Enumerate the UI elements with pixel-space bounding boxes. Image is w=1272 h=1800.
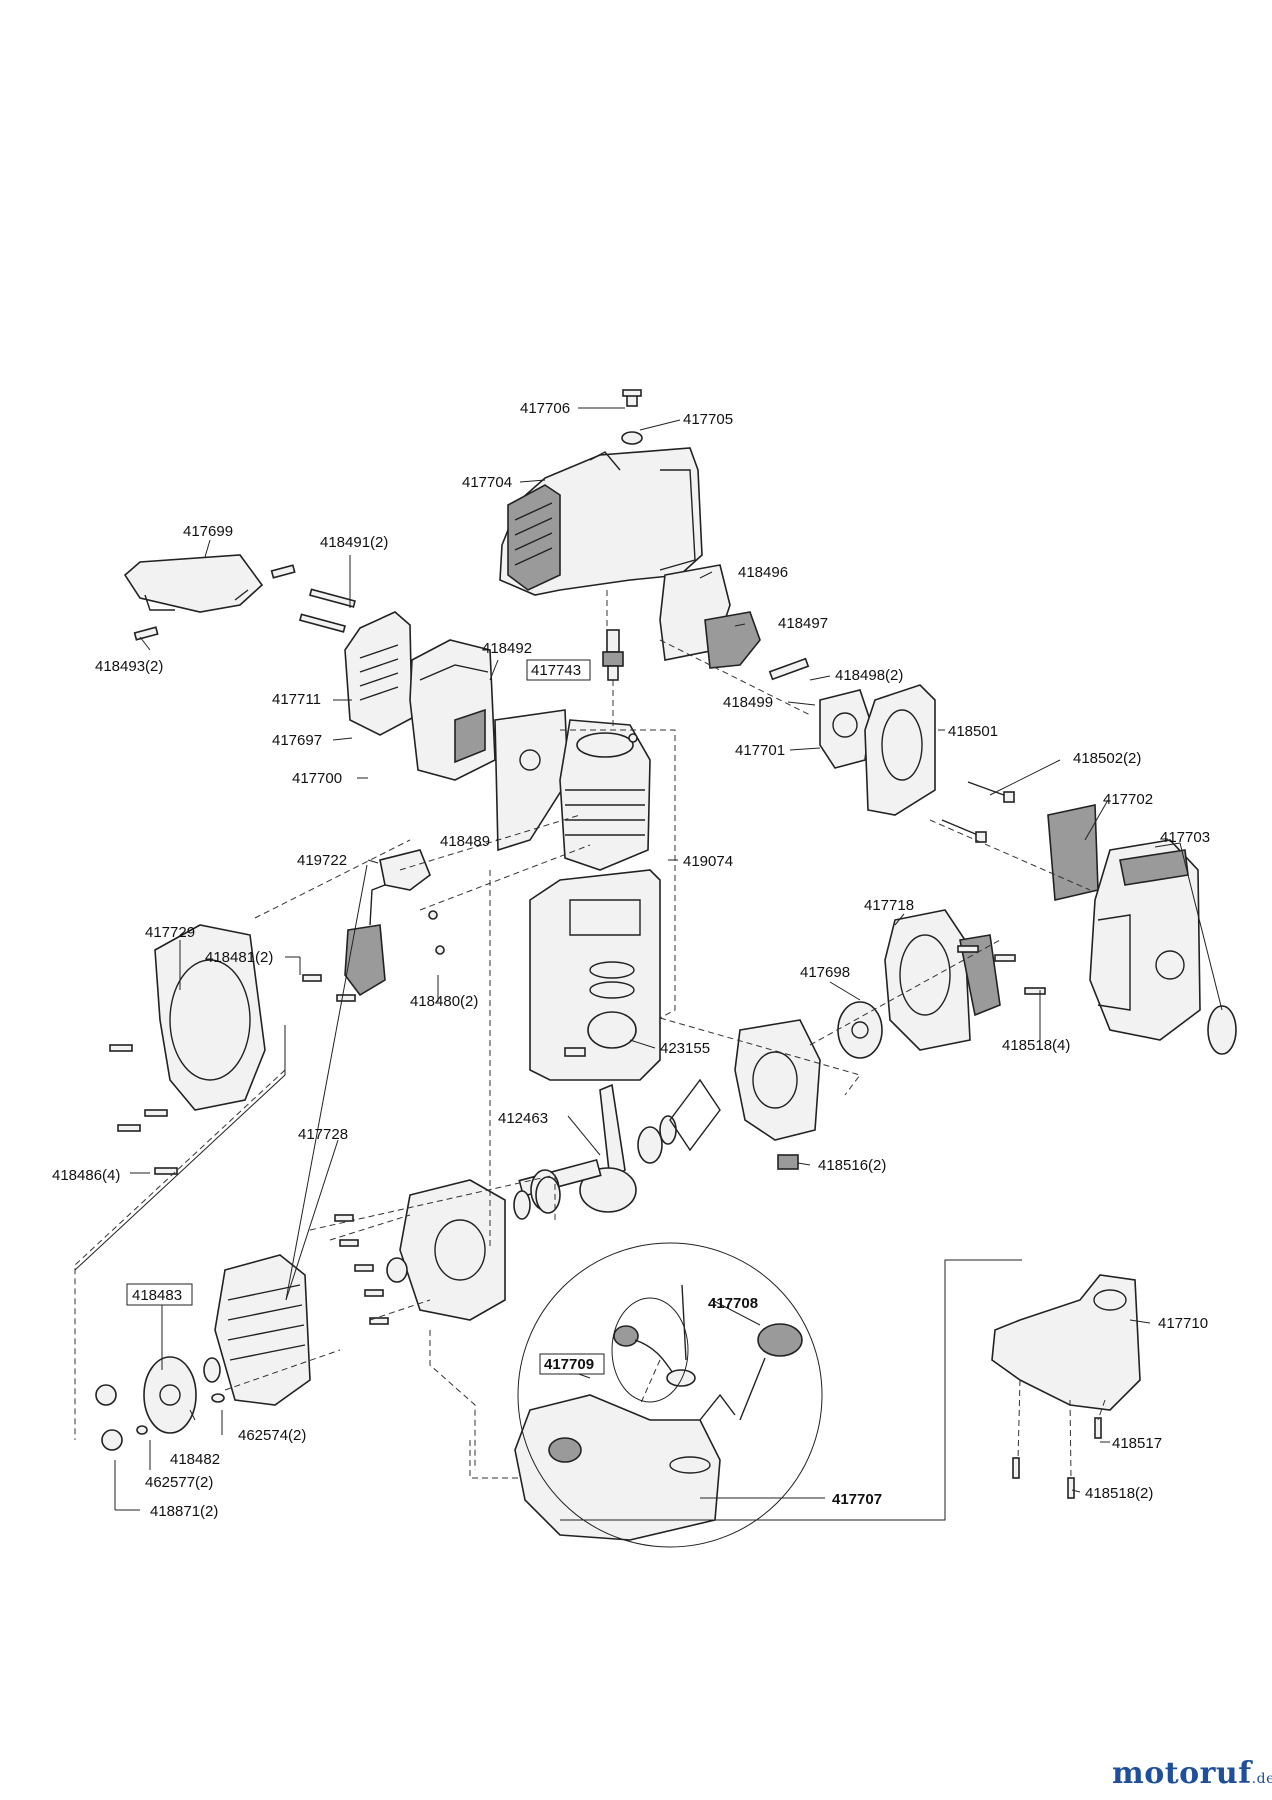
label-417729: 417729 bbox=[145, 924, 195, 941]
label-417709: 417709 bbox=[544, 1356, 594, 1373]
label-418480: 418480(2) bbox=[410, 993, 478, 1010]
label-417705: 417705 bbox=[683, 411, 733, 428]
label-417710: 417710 bbox=[1158, 1315, 1208, 1332]
fuel-cap bbox=[739, 1323, 803, 1421]
muffler-gasket bbox=[494, 709, 569, 852]
label-462574: 462574(2) bbox=[238, 1427, 306, 1444]
label-417728: 417728 bbox=[298, 1126, 348, 1143]
label-417697: 417697 bbox=[272, 732, 322, 749]
label-418482: 418482 bbox=[170, 1451, 220, 1468]
label-418496: 418496 bbox=[738, 564, 788, 581]
fan-housing bbox=[154, 924, 266, 1111]
label-417718: 417718 bbox=[864, 897, 914, 914]
label-418502: 418502(2) bbox=[1073, 750, 1141, 767]
label-417701: 417701 bbox=[735, 742, 785, 759]
label-417708: 417708 bbox=[708, 1295, 758, 1312]
label-417699: 417699 bbox=[183, 523, 233, 540]
label-462577: 462577(2) bbox=[145, 1474, 213, 1491]
brand-tld: .de bbox=[1251, 1771, 1272, 1787]
cylinder bbox=[559, 719, 651, 871]
air-filter-element bbox=[1047, 804, 1099, 901]
label-418518b: 418518(2) bbox=[1085, 1485, 1153, 1502]
brand-watermark: motoruf.de bbox=[1112, 1756, 1272, 1791]
label-418493: 418493(2) bbox=[95, 658, 163, 675]
label-417706: 417706 bbox=[520, 400, 570, 417]
spark-plug bbox=[602, 629, 624, 681]
label-418871: 418871(2) bbox=[150, 1503, 218, 1520]
air-filter-plate bbox=[123, 554, 264, 613]
label-box-418483 bbox=[126, 1283, 193, 1306]
label-418491: 418491(2) bbox=[320, 534, 388, 551]
cover-bolt bbox=[621, 389, 643, 445]
label-417707: 417707 bbox=[832, 1491, 882, 1508]
engine-cover bbox=[499, 447, 703, 596]
label-box-417743 bbox=[526, 659, 591, 681]
label-417703: 417703 bbox=[1160, 829, 1210, 846]
label-418516: 418516(2) bbox=[818, 1157, 886, 1174]
tank-detail-circle bbox=[517, 1242, 823, 1548]
air-filter-cover bbox=[1089, 839, 1237, 1055]
label-419722: 419722 bbox=[297, 852, 347, 869]
carburetor bbox=[819, 689, 871, 769]
assembly-lines bbox=[74, 590, 1106, 1479]
fuel-pickup bbox=[613, 1284, 696, 1387]
label-412463: 412463 bbox=[498, 1110, 548, 1127]
label-417702: 417702 bbox=[1103, 791, 1153, 808]
pickup-detail-ellipse bbox=[611, 1297, 689, 1403]
label-423155: 423155 bbox=[660, 1040, 710, 1057]
label-419074: 419074 bbox=[683, 853, 733, 870]
label-417700: 417700 bbox=[292, 770, 342, 787]
label-418518a: 418518(4) bbox=[1002, 1037, 1070, 1054]
label-418481: 418481(2) bbox=[205, 949, 273, 966]
label-417704: 417704 bbox=[462, 474, 512, 491]
label-box-417709 bbox=[539, 1353, 605, 1375]
starter-pawl bbox=[837, 1001, 883, 1059]
fuel-tank bbox=[514, 1393, 736, 1541]
muffler-heat-shield bbox=[344, 611, 413, 736]
flywheel bbox=[214, 1254, 311, 1406]
label-417743: 417743 bbox=[531, 662, 581, 679]
muffler bbox=[409, 639, 496, 781]
filter-bolts bbox=[941, 781, 1015, 843]
part-labels: 417706 417705 417704 417699 418491(2) 41… bbox=[52, 400, 1210, 1520]
label-417711: 417711 bbox=[272, 691, 321, 708]
clutch bbox=[95, 1356, 221, 1451]
brand-name: motoruf bbox=[1112, 1756, 1252, 1791]
label-417698: 417698 bbox=[800, 964, 850, 981]
label-418483: 418483 bbox=[132, 1287, 182, 1304]
label-418499: 418499 bbox=[723, 694, 773, 711]
air-filter-base bbox=[864, 684, 936, 816]
clip bbox=[777, 1154, 799, 1170]
guard bbox=[991, 1274, 1141, 1411]
ignition-coil bbox=[344, 849, 431, 997]
label-418486: 418486(4) bbox=[52, 1167, 120, 1184]
leader-lines bbox=[114, 407, 1223, 1511]
crankcase-right bbox=[669, 1019, 821, 1152]
screws bbox=[109, 564, 1102, 1499]
intake-parts bbox=[659, 564, 810, 681]
crankcase-left bbox=[386, 1179, 506, 1321]
label-418489: 418489 bbox=[440, 833, 490, 850]
label-418492: 418492 bbox=[482, 640, 532, 657]
piston-kit-panel bbox=[529, 869, 661, 1081]
starter-housing bbox=[884, 909, 1001, 1051]
label-418517: 418517 bbox=[1112, 1435, 1162, 1452]
fan-bracket-line bbox=[74, 1025, 286, 1271]
label-418501: 418501 bbox=[948, 723, 998, 740]
guard-bracket-line bbox=[560, 1259, 1022, 1521]
label-418498: 418498(2) bbox=[835, 667, 903, 684]
label-418497: 418497 bbox=[778, 615, 828, 632]
